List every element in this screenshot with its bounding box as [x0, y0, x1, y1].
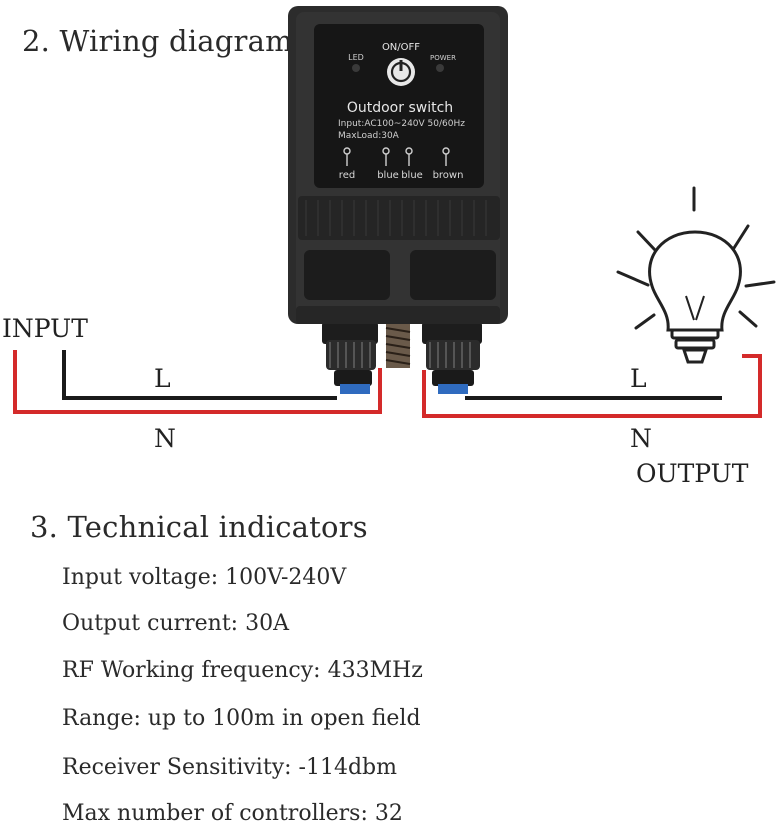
- input-live-wire: [62, 350, 337, 400]
- device-cover-right: [410, 250, 496, 300]
- terminal-label-brown: brown: [433, 170, 464, 181]
- terminal-icons: [343, 147, 450, 166]
- wiring-diagram: LED ON/OFF POWER Outdoor switch Input:AC…: [13, 6, 776, 418]
- output-live-label: L: [630, 364, 647, 393]
- terminal-label-blue-2: blue: [401, 170, 423, 181]
- spring-coil: [385, 322, 411, 368]
- input-label: INPUT: [2, 314, 88, 343]
- spec-receiver-sensitivity: Receiver Sensitivity: -114dbm: [62, 755, 397, 780]
- input-live-label: L: [154, 364, 171, 393]
- spec-max-controllers: Max number of controllers: 32: [62, 801, 403, 826]
- spec-range: Range: up to 100m in open field: [62, 706, 421, 731]
- onoff-label: ON/OFF: [382, 42, 420, 53]
- terminal-label-blue-1: blue: [377, 170, 399, 181]
- technical-indicators-heading: 3. Technical indicators: [30, 510, 368, 544]
- device-name: Outdoor switch: [347, 100, 453, 116]
- cable-gland-right: [422, 322, 482, 394]
- input-neutral-label: N: [154, 424, 176, 453]
- input-neutral-wire: [13, 350, 382, 414]
- power-label: POWER: [430, 54, 456, 62]
- output-neutral-wire: [422, 354, 762, 418]
- device-input-spec: Input:AC100~240V 50/60Hz: [338, 119, 465, 129]
- output-neutral-label: N: [630, 424, 652, 453]
- light-rays-icon: [616, 186, 776, 330]
- cable-gland-left: [322, 322, 378, 394]
- spec-input-voltage: Input voltage: 100V-240V: [62, 565, 347, 590]
- power-indicator: [436, 64, 444, 72]
- outdoor-switch-device: LED ON/OFF POWER Outdoor switch Input:AC…: [288, 6, 508, 324]
- device-cover-left: [304, 250, 390, 300]
- device-grip-band: [298, 196, 500, 240]
- output-label: OUTPUT: [636, 459, 749, 488]
- spec-rf-frequency: RF Working frequency: 433MHz: [62, 658, 423, 683]
- led-label: LED: [348, 53, 364, 62]
- terminal-label-red: red: [339, 170, 355, 181]
- led-indicator: [352, 64, 360, 72]
- spec-output-current: Output current: 30A: [62, 611, 289, 636]
- device-max-load: MaxLoad:30A: [338, 131, 400, 141]
- wiring-diagram-heading: 2. Wiring diagram: [22, 24, 293, 58]
- light-bulb-icon: [648, 230, 742, 364]
